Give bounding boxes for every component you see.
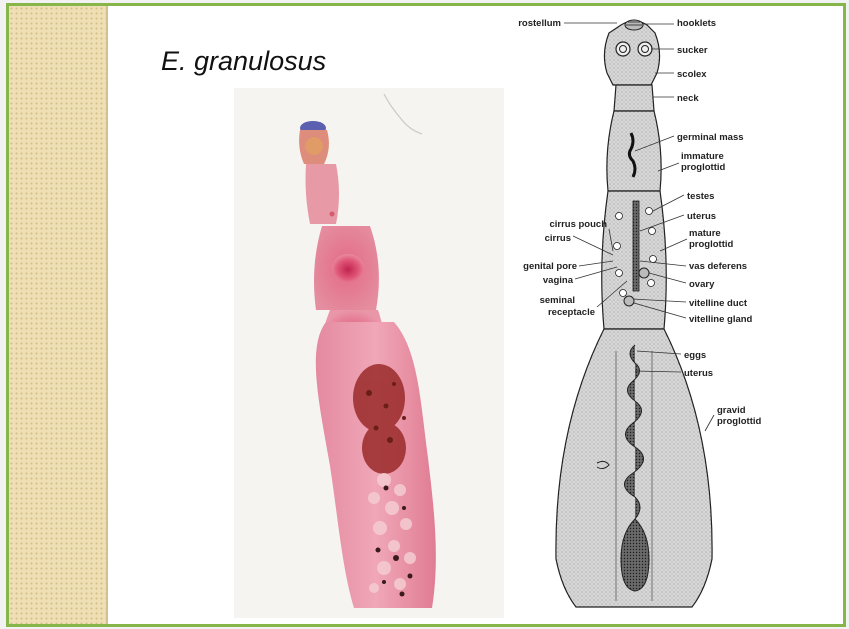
label-seminal-2: receptacle: [548, 307, 595, 318]
label-uterus-gravid: uterus: [684, 368, 713, 379]
label-germinal-mass: germinal mass: [677, 132, 744, 143]
slide-title: E. granulosus: [161, 46, 326, 77]
label-gravid-2: proglottid: [717, 416, 762, 427]
label-rostellum: rostellum: [518, 18, 561, 29]
labeled-diagram: hooklets sucker scolex neck germinal mas…: [509, 11, 839, 621]
label-hooklets: hooklets: [677, 18, 716, 29]
label-immature-1: immature: [681, 151, 724, 162]
label-mature-2: proglottid: [689, 239, 734, 250]
label-testes: testes: [687, 191, 714, 202]
label-uterus-mature: uterus: [687, 211, 716, 222]
label-gravid-1: gravid: [717, 405, 746, 416]
label-cirrus: cirrus: [545, 233, 571, 244]
label-eggs: eggs: [684, 350, 706, 361]
label-neck: neck: [677, 93, 699, 104]
label-genital-pore: genital pore: [523, 261, 577, 272]
label-immature-2: proglottid: [681, 162, 726, 173]
slide: E. granulosus: [6, 3, 846, 627]
label-sucker: sucker: [677, 45, 708, 56]
label-vitelline-duct: vitelline duct: [689, 298, 748, 309]
label-scolex: scolex: [677, 69, 707, 80]
specimen-photo: [234, 88, 504, 618]
specimen-photo-image: [234, 88, 504, 618]
label-vitelline-gland: vitelline gland: [689, 314, 753, 325]
label-mature-1: mature: [689, 228, 721, 239]
label-vagina: vagina: [543, 275, 574, 286]
label-cirrus-pouch: cirrus pouch: [549, 219, 607, 230]
tapeworm-diagram: hooklets sucker scolex neck germinal mas…: [509, 11, 839, 621]
label-seminal-1: seminal: [540, 295, 575, 306]
decorative-side-panel: [9, 6, 108, 624]
label-vas-deferens: vas deferens: [689, 261, 747, 272]
label-ovary: ovary: [689, 279, 715, 290]
